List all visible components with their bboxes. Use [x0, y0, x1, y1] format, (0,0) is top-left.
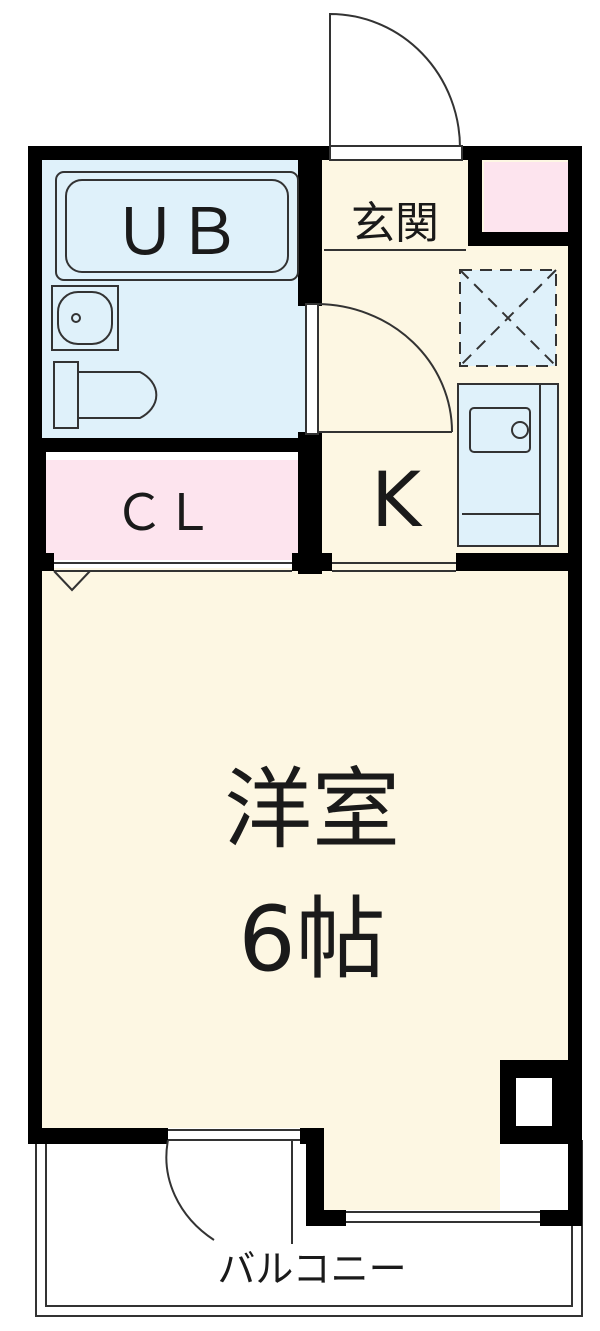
entrance-door[interactable] — [329, 12, 463, 161]
kitchen-label: K — [371, 455, 423, 544]
closet-label: ＣＬ — [114, 484, 214, 542]
closet-door[interactable] — [53, 562, 292, 592]
western-room-lower-area — [318, 1128, 500, 1210]
bathtub-icon — [55, 171, 299, 281]
western-room-size-label: 6帖 — [238, 887, 385, 992]
bath-door[interactable] — [305, 303, 453, 435]
sink-icon — [51, 285, 119, 351]
western-room-area — [40, 568, 568, 1128]
toilet-icon — [53, 361, 158, 429]
entrance-label: 玄関 — [351, 198, 439, 249]
unit-bath-area — [40, 158, 310, 446]
column-inner — [516, 1078, 552, 1126]
balcony-outline — [35, 1140, 583, 1317]
balcony-label: バルコニー — [217, 1247, 406, 1291]
kitchen-counter-icon — [457, 383, 559, 547]
kitchen-opening — [332, 562, 456, 572]
balcony-window[interactable] — [346, 1211, 540, 1223]
balcony-door[interactable] — [165, 1129, 300, 1244]
western-room-label: 洋室 — [224, 758, 400, 861]
interior-walls — [42, 146, 568, 1144]
unit-bath-label: ＵＢ — [113, 196, 241, 270]
exterior-walls — [28, 146, 582, 1226]
balcony-label-bg — [186, 1244, 438, 1288]
closet-area — [40, 460, 310, 560]
refrigerator-space-icon — [459, 269, 557, 367]
